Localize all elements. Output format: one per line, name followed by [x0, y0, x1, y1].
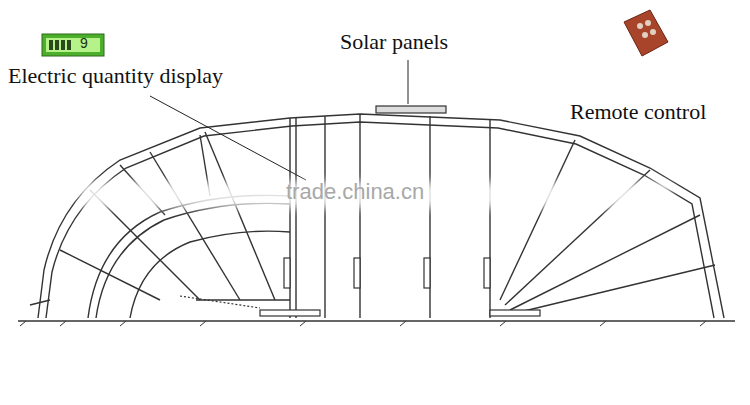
shelter-frame — [30, 114, 724, 318]
ground-hatch — [20, 321, 706, 326]
lcd-icon — [42, 34, 104, 56]
spring — [180, 296, 260, 308]
leader-line — [150, 96, 306, 180]
part-label: Remote control — [570, 100, 706, 124]
post-brackets — [260, 258, 540, 316]
leader-line — [408, 60, 409, 104]
part-label: Solar panels — [340, 30, 448, 54]
watermark: trade.china.cn — [286, 180, 424, 204]
part-label: Electric quantity display — [8, 64, 223, 88]
remote-icon — [624, 10, 668, 56]
solar-panel — [376, 106, 446, 113]
lcd-value: 9 — [80, 36, 88, 51]
